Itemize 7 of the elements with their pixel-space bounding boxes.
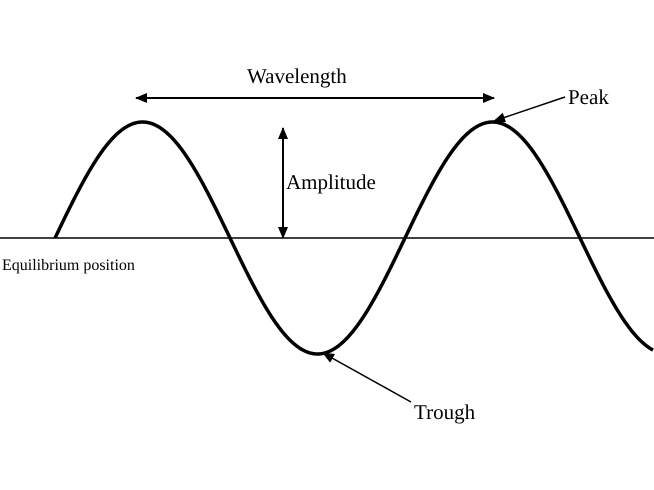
leader-line <box>493 96 566 122</box>
leader-line <box>322 352 412 403</box>
dimension-label: Wavelength <box>247 64 347 88</box>
dimension-label: Amplitude <box>286 170 376 194</box>
callout-text: Trough <box>414 400 476 424</box>
axis-label: Equilibrium position <box>2 256 135 276</box>
callout-text: Peak <box>568 85 609 109</box>
